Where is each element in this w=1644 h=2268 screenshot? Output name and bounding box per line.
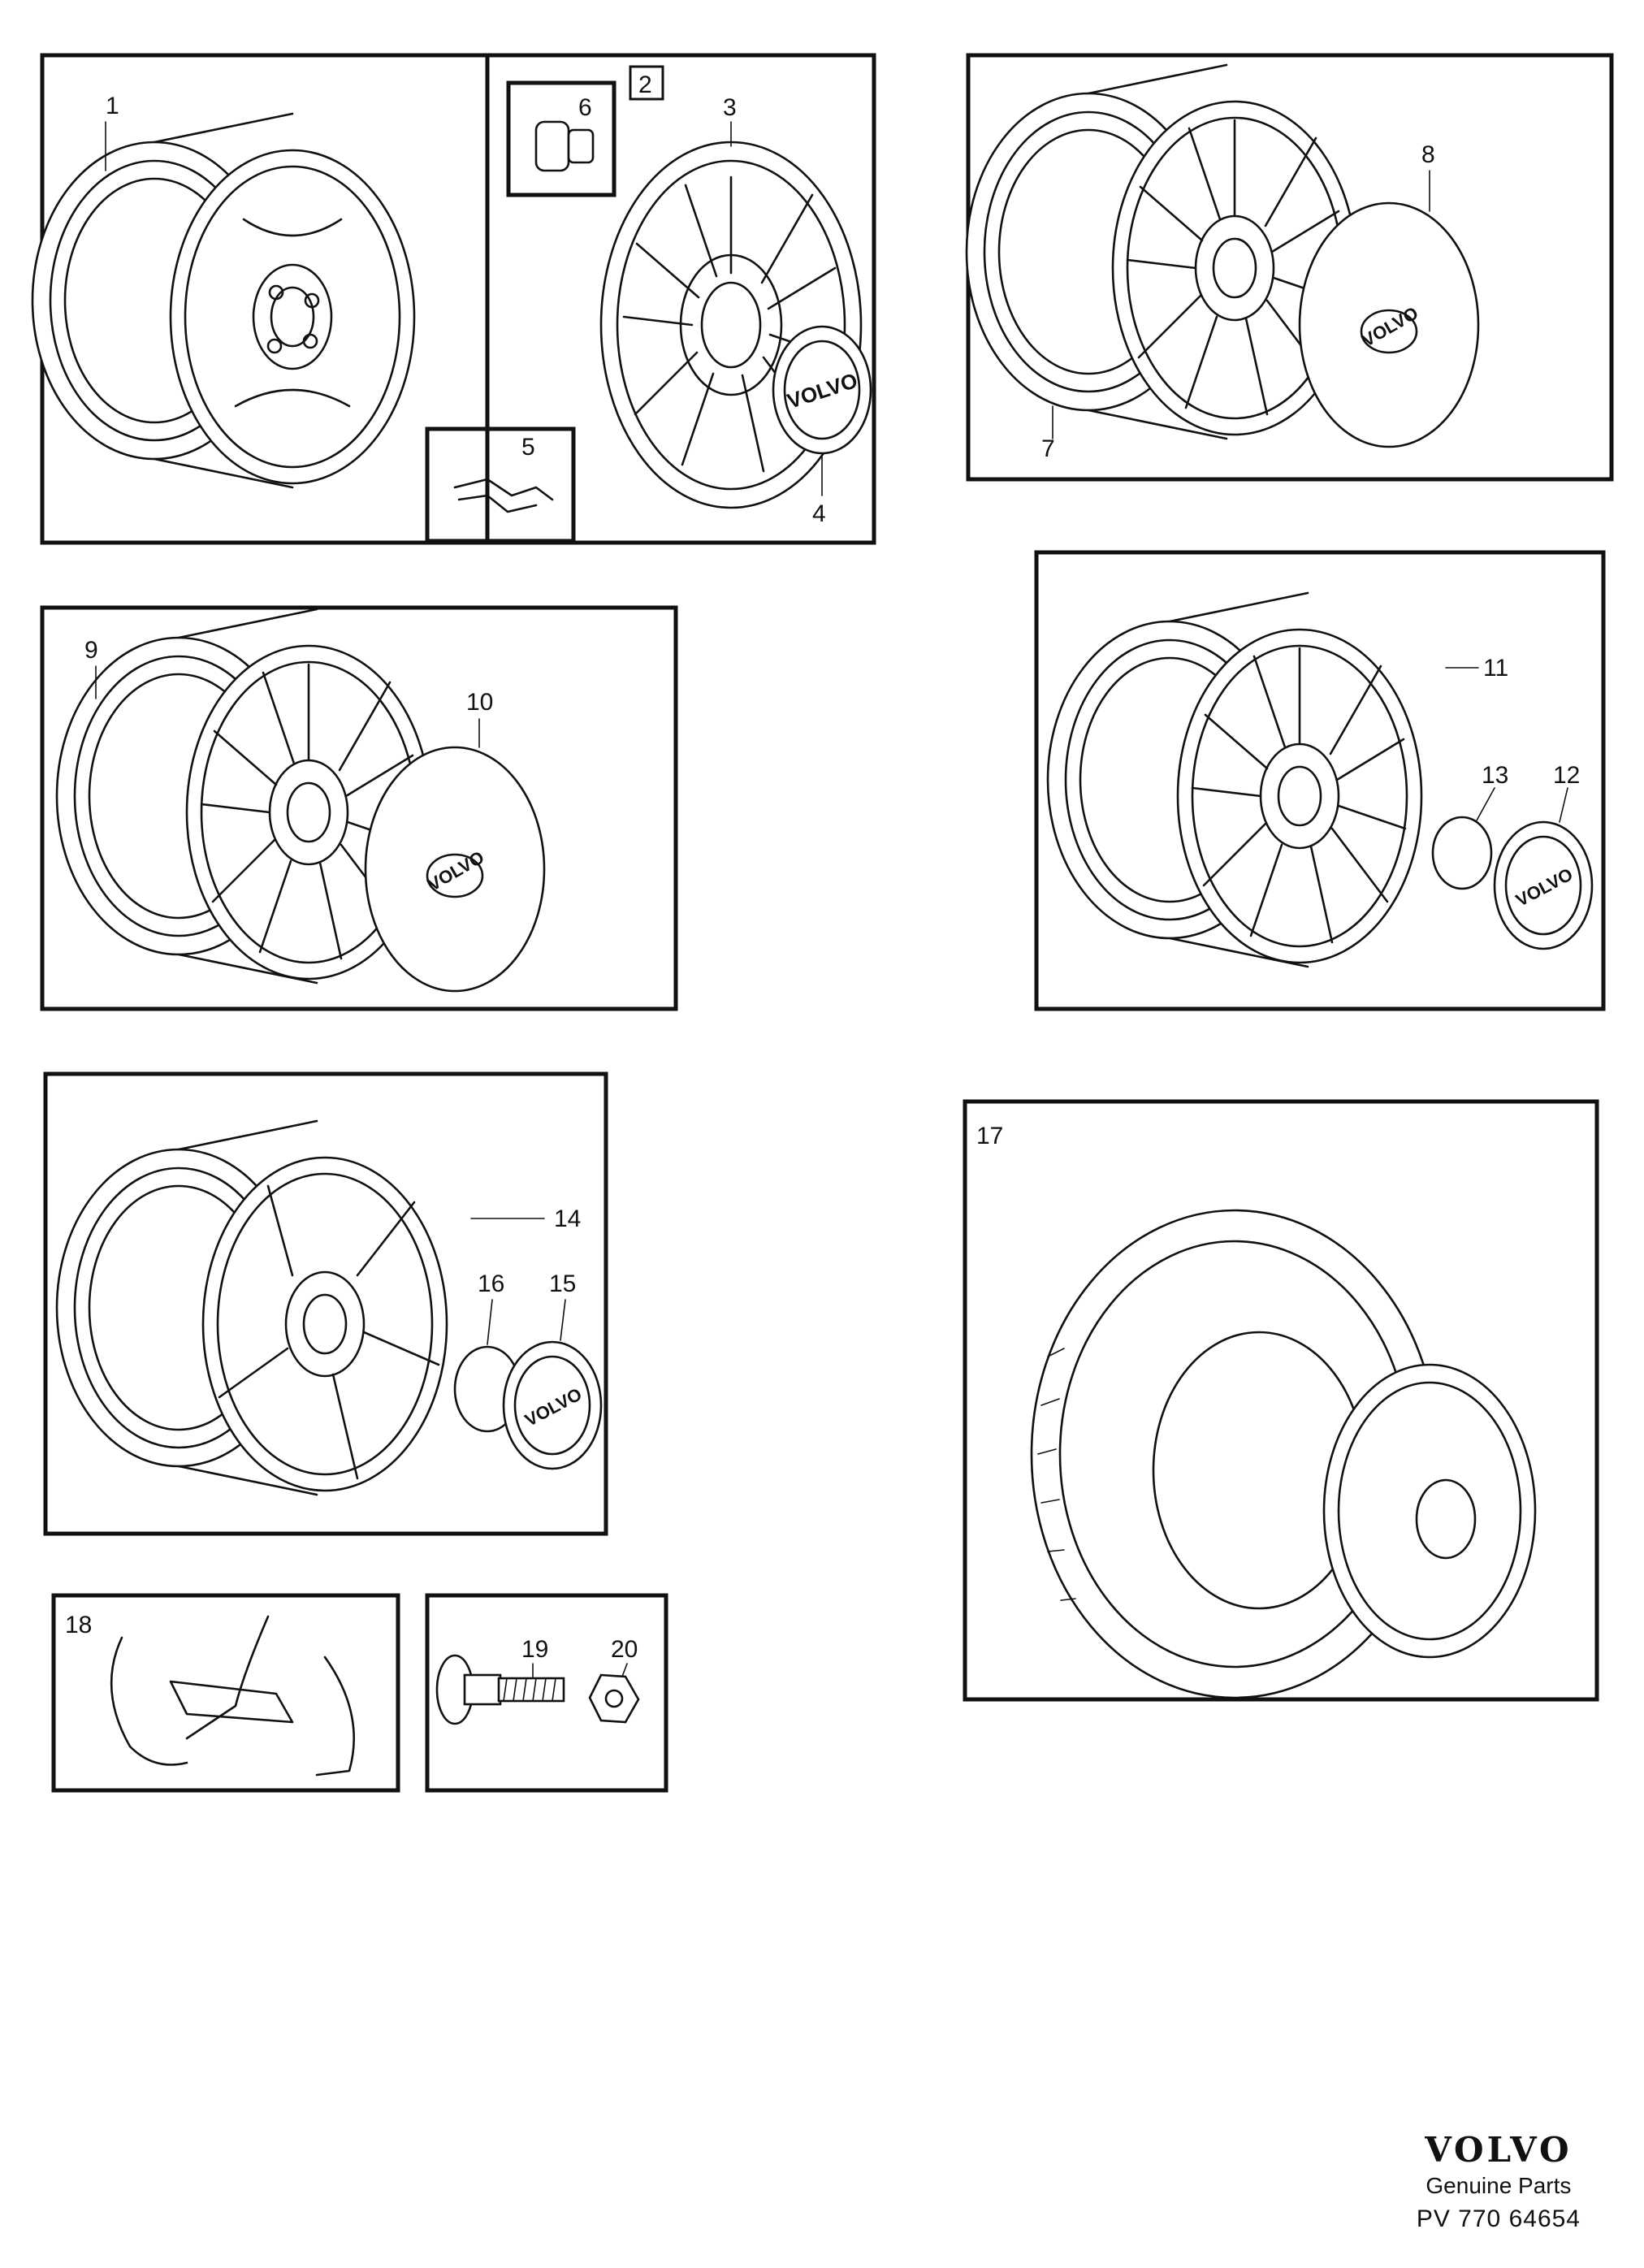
callout-4: 4 (812, 500, 826, 527)
tagline: Genuine Parts (1426, 2173, 1572, 2199)
badge-15-drawing: VOLVO (502, 1340, 603, 1470)
wheel-11-drawing (1046, 591, 1423, 968)
callout-2-box (629, 65, 664, 101)
callout-20: 20 (611, 1636, 638, 1663)
clip-5-drawing (453, 478, 554, 513)
callout-18: 18 (65, 1612, 92, 1638)
diagram-reference: PV 770 64654 (1416, 2205, 1581, 2232)
callout-10: 10 (466, 689, 493, 716)
panel-bolt-nut (425, 1593, 668, 1793)
nut-20-drawing (588, 1673, 640, 1724)
badge-4-drawing: VOLVO (772, 325, 872, 455)
panel-clip-5 (425, 426, 576, 543)
bolt-19-drawing (435, 1654, 565, 1725)
wheel-9-drawing (55, 608, 432, 985)
callout-15: 15 (549, 1270, 576, 1297)
panel-tyre-17 (963, 1099, 1599, 1702)
panel-valve-6 (506, 80, 616, 197)
callout-9: 9 (84, 637, 98, 664)
callout-3: 3 (723, 94, 737, 121)
callout-1: 1 (106, 93, 119, 119)
callout-8: 8 (1421, 141, 1435, 168)
callout-14: 14 (554, 1205, 581, 1232)
strap-18-drawing (110, 1615, 355, 1777)
callout-13: 13 (1482, 762, 1508, 789)
footer: VOLVO Genuine Parts PV 770 64654 (1416, 2130, 1581, 2232)
ring-13-drawing (1431, 816, 1493, 890)
callout-2: 2 (638, 71, 652, 98)
callout-17: 17 (976, 1123, 1003, 1149)
callout-11: 11 (1483, 655, 1508, 682)
panel-strap-18 (51, 1593, 400, 1793)
callout-12: 12 (1553, 762, 1580, 789)
valve-6-drawing (534, 120, 595, 172)
callout-5: 5 (521, 434, 535, 461)
wheel-1-drawing (31, 112, 416, 489)
spare-rim-17-drawing (1322, 1363, 1537, 1659)
brand-logo: VOLVO (1425, 2130, 1573, 2170)
callout-6: 6 (578, 94, 592, 121)
wheel-14-drawing (55, 1119, 448, 1496)
panel-wheel-9 (40, 605, 678, 1011)
cap-10-drawing: VOLVO (364, 746, 546, 993)
panel-hubcap-2 (485, 53, 876, 545)
cap-8-drawing: VOLVO (1298, 201, 1480, 448)
wheel-7-drawing (965, 63, 1358, 440)
panel-wheel-14 (43, 1071, 608, 1536)
panel-wheel-11 (1034, 550, 1606, 1011)
callout-7: 7 (1041, 435, 1055, 462)
callout-19: 19 (521, 1636, 548, 1663)
callout-16: 16 (478, 1270, 504, 1297)
badge-12-drawing: VOLVO (1493, 820, 1594, 950)
